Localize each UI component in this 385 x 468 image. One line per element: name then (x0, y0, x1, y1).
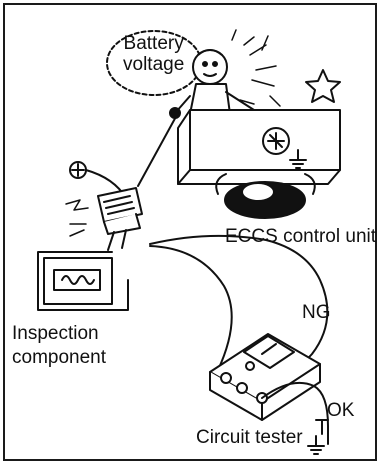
battery-voltage-line1: Battery (123, 34, 184, 55)
star-icon (306, 70, 340, 102)
probe-lead-positive (150, 246, 232, 370)
inspection-component-line1: Inspection (12, 322, 106, 346)
inspection-component-line2: component (12, 346, 106, 370)
control-unit-box (178, 110, 340, 184)
connector-spark-icon (66, 200, 88, 236)
inspection-component-label: Inspection component (12, 322, 106, 370)
ground-symbol-icon (308, 420, 328, 454)
connector (98, 188, 142, 250)
battery-voltage-label: Battery voltage (123, 34, 184, 76)
control-unit-label: ECCS control unit (225, 227, 376, 248)
inspection-component (38, 252, 128, 310)
circuit-tester-label: Circuit tester (196, 428, 303, 449)
ok-label: OK (327, 401, 354, 422)
battery-wire (138, 113, 178, 186)
battery-voltage-line2: voltage (123, 55, 184, 76)
ng-label: NG (302, 303, 331, 324)
unit-face (216, 174, 315, 218)
spark-icon (232, 30, 280, 106)
